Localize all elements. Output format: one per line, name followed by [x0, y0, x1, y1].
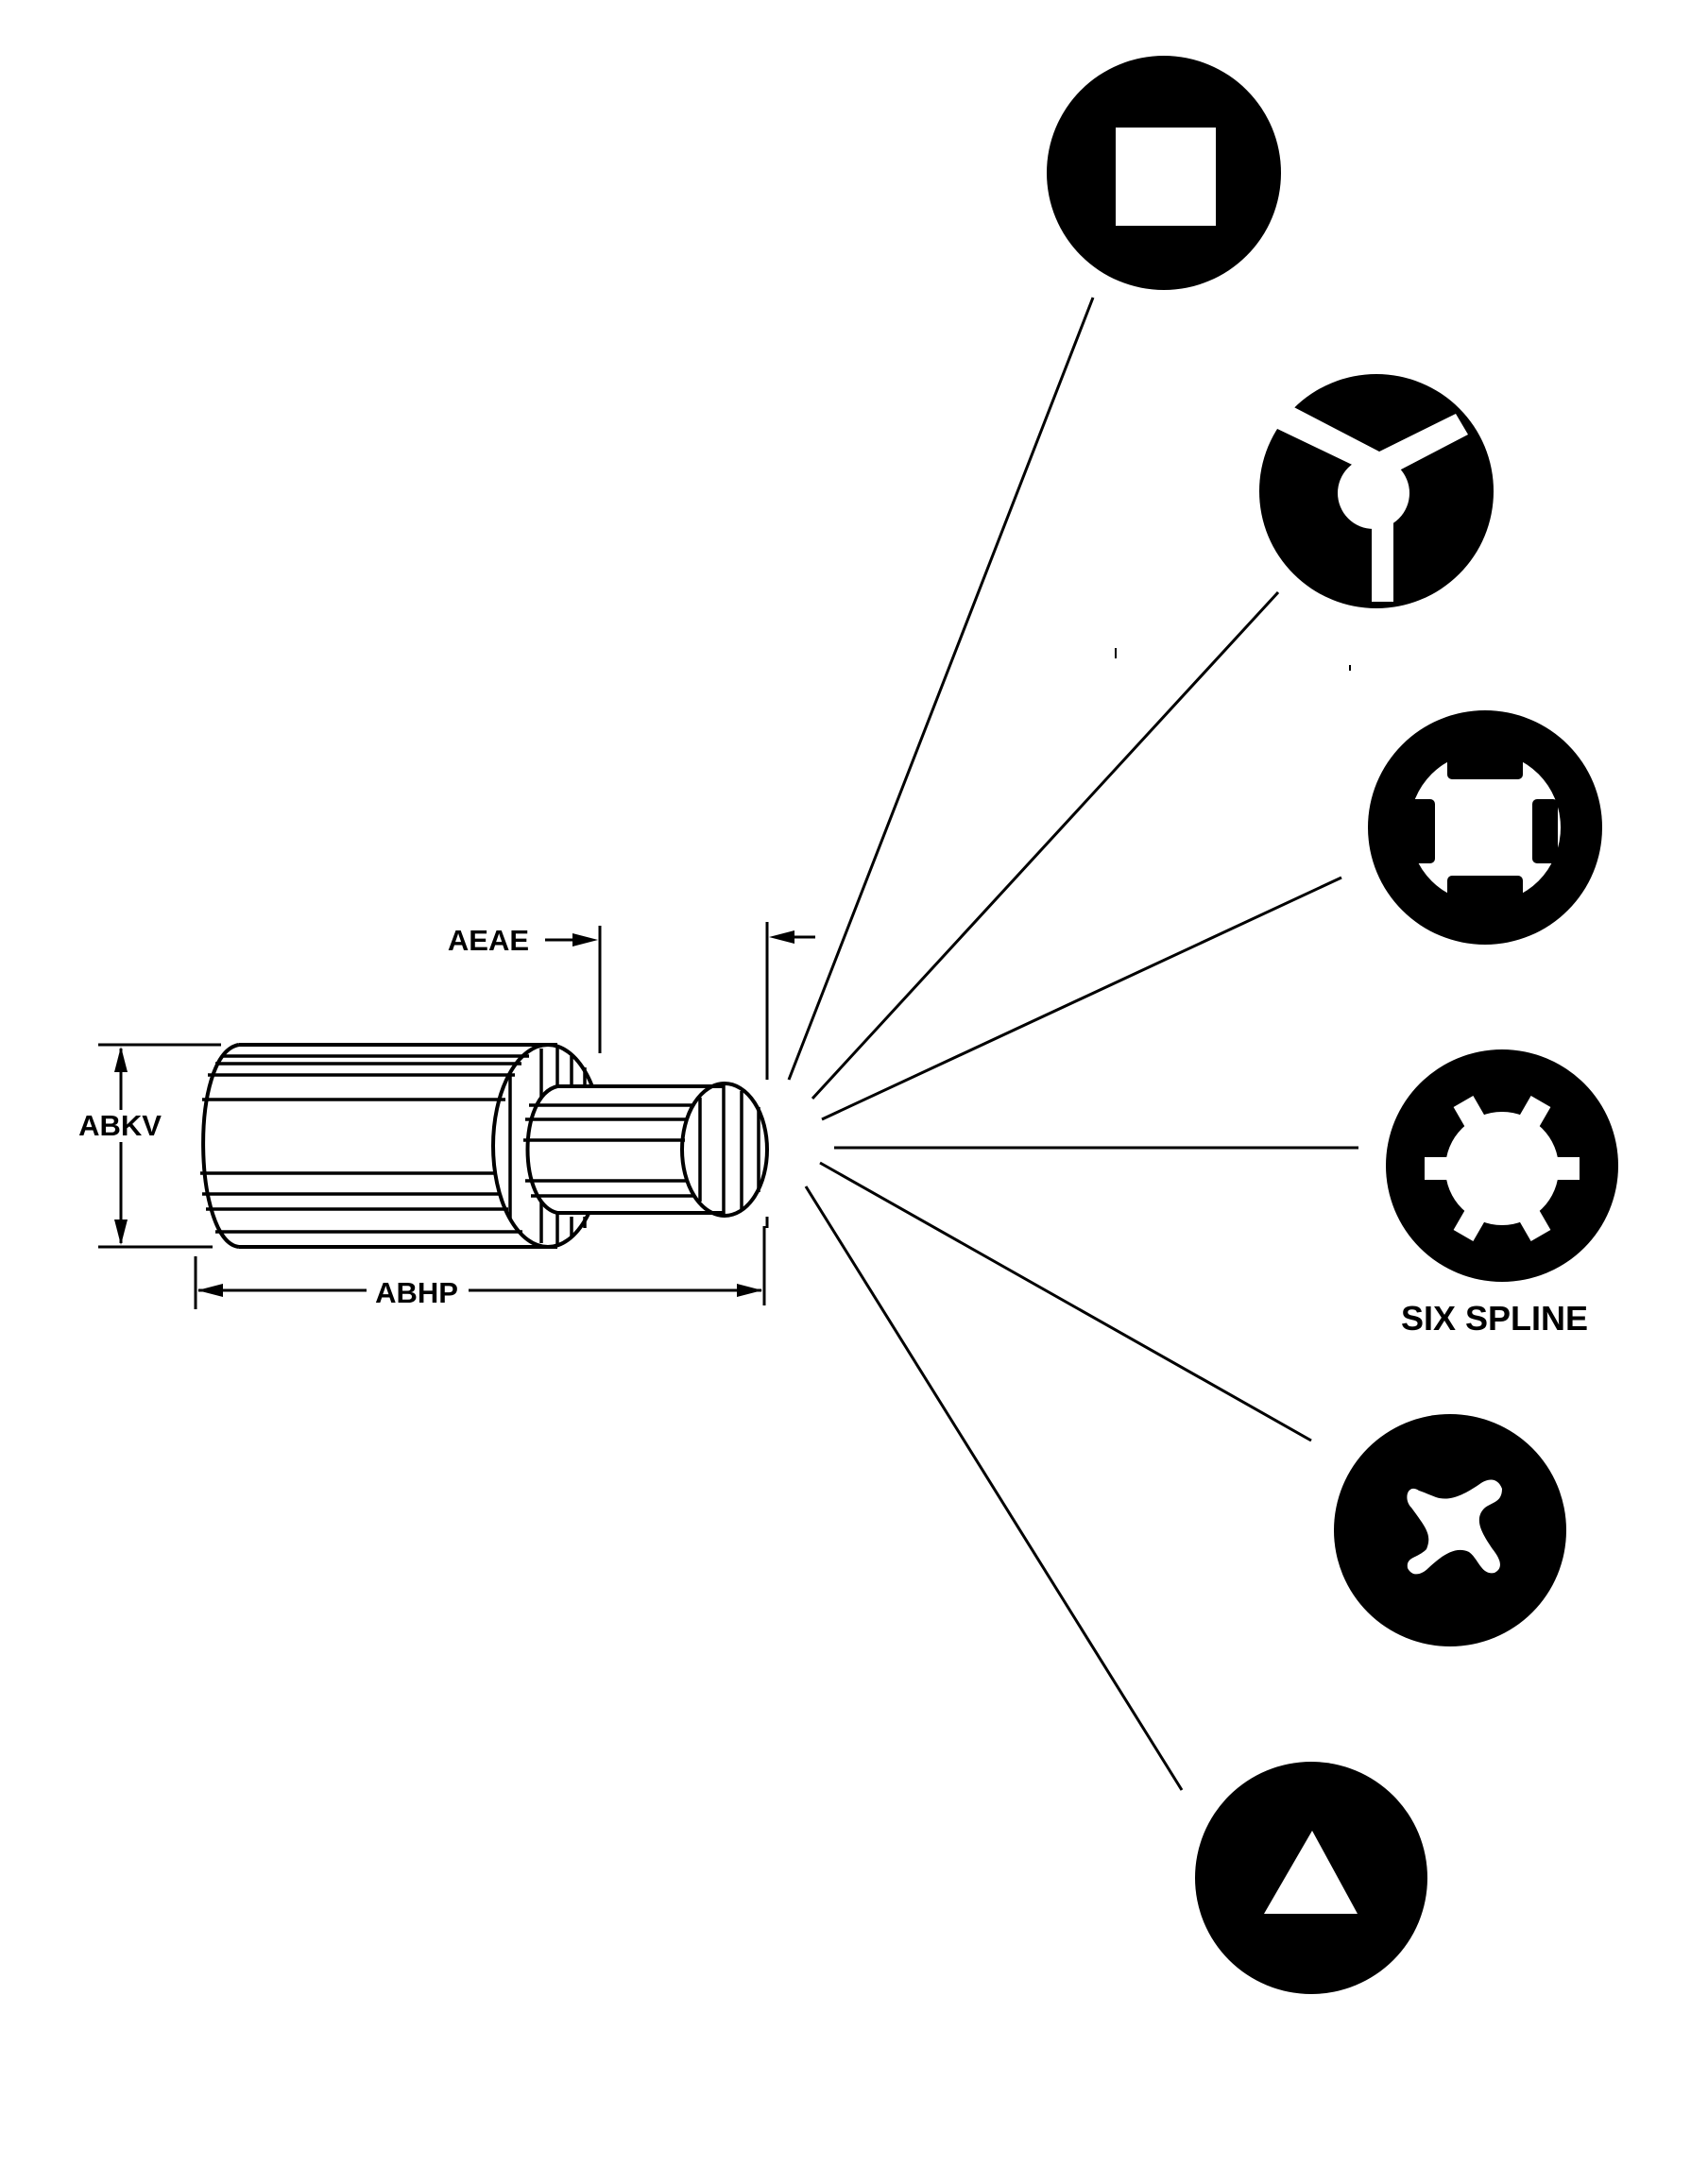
shank [523, 1082, 769, 1218]
leader-line-four-tab [821, 876, 1342, 1121]
spline-tooth [1511, 1095, 1551, 1142]
spline-tooth [1540, 1157, 1580, 1180]
abkv-label: ABKV [78, 1109, 162, 1142]
abhp-label: ABHP [375, 1276, 458, 1309]
six-spline-caption: SIX SPLINE [1401, 1299, 1588, 1338]
six-spline-recess-icon: SIX SPLINE [1386, 1049, 1618, 1338]
cross-recess-icon [1334, 1414, 1566, 1646]
part-illustration [200, 1043, 769, 1249]
spline-tooth [1425, 1157, 1464, 1180]
spline-tooth [1453, 1195, 1494, 1242]
arrow-up-icon [114, 1047, 128, 1072]
arrow-down-icon [114, 1219, 128, 1245]
square-recess-icon [1047, 56, 1281, 290]
spline-tooth [1511, 1195, 1551, 1242]
four-tab-recess-icon [1368, 710, 1602, 945]
spline-tooth [1453, 1095, 1494, 1142]
arrow-right-icon [572, 933, 598, 947]
arrow-left-icon [197, 1284, 223, 1297]
leader-line-tri-wing [811, 590, 1280, 1100]
dimension-abhp: ABHP [194, 1226, 766, 1309]
leader-line-cross [819, 1161, 1312, 1442]
dimension-aeae: AEAE [448, 922, 815, 1228]
arrow-left-icon [769, 930, 794, 944]
tri-wing-recess-icon [1259, 374, 1494, 608]
leader-line-square [787, 297, 1095, 1081]
dimension-abkv: ABKV [74, 1043, 221, 1249]
arrow-right-icon [737, 1284, 762, 1297]
leader-line-triangle [804, 1185, 1184, 1791]
aeae-label: AEAE [448, 924, 529, 957]
triangle-recess-icon [1195, 1762, 1427, 1994]
leader-lines [787, 297, 1358, 1791]
